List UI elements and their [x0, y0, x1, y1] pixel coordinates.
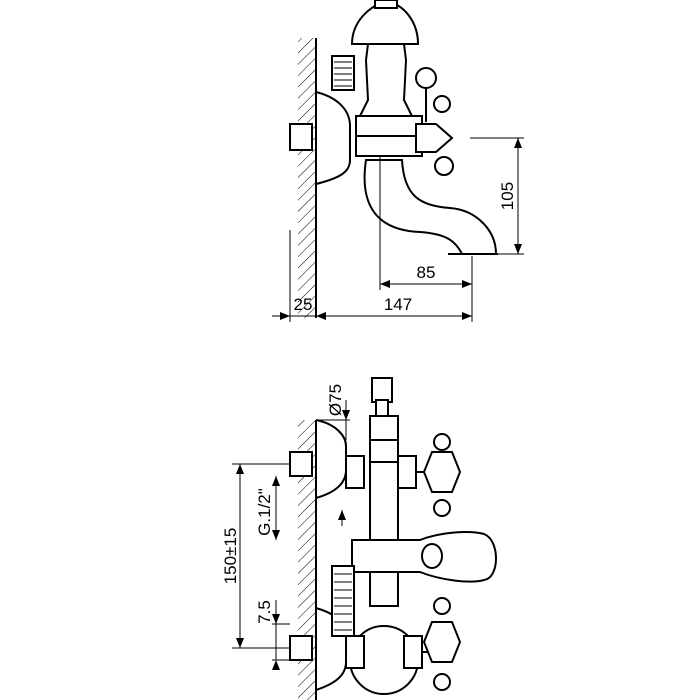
handle-upper-knob-top	[433, 433, 451, 451]
dome-knob	[374, 0, 398, 9]
dim-thread-marker-arrow	[338, 510, 346, 520]
handle-lower-knob-bottom	[433, 673, 451, 691]
nut-lower	[345, 635, 365, 669]
vertical-column	[369, 415, 399, 607]
wall-hatch-bottom	[298, 420, 316, 700]
handle-knob-top	[415, 67, 437, 89]
dome-cap	[350, 3, 420, 45]
wall-connector-upper	[289, 451, 313, 477]
hose-holder	[331, 565, 355, 637]
nut-lower-right	[403, 635, 423, 669]
handle-lower-hub	[422, 621, 462, 663]
handle-upper-knob-bottom	[433, 499, 451, 517]
dim-85-arrows	[380, 280, 472, 288]
column	[358, 43, 414, 117]
spout-ring	[421, 543, 443, 569]
nut-upper-right	[397, 455, 417, 489]
dim-offset-label: 7.5	[255, 600, 274, 624]
dim-bottom-arrows	[280, 312, 472, 320]
spout	[363, 159, 498, 255]
hose-thread	[334, 573, 352, 631]
diverter-knob	[371, 377, 393, 403]
handle-upper-hub	[422, 451, 462, 493]
wall-connector-lower	[289, 635, 313, 661]
flange-upper	[315, 419, 347, 499]
wall-connector-top	[289, 123, 313, 151]
handle-knob-bottom	[434, 156, 454, 176]
holder-thread	[334, 61, 352, 87]
handle-lower-knob-top	[433, 597, 451, 615]
dim-25-label: 25	[294, 295, 313, 314]
wall-hatch-top	[298, 38, 316, 318]
front-view: Ø75 G.1/2" 150±15 7.5	[221, 377, 497, 700]
dim-diam-arrow	[342, 410, 350, 420]
nut-upper	[345, 455, 365, 489]
dim-147-label: 147	[384, 295, 412, 314]
dim-centers-label: 150±15	[221, 528, 240, 585]
dim-thread-label: G.1/2"	[255, 488, 274, 536]
cross-handle-side	[415, 123, 454, 153]
dim-diameter-label: Ø75	[326, 384, 345, 416]
shower-holder	[331, 55, 355, 91]
wall-flange	[315, 91, 351, 185]
diverter-stem	[375, 399, 389, 417]
handle-knob-small	[433, 95, 451, 113]
top-view: 105 85 25 147	[272, 0, 524, 322]
dim-85-label: 85	[417, 263, 436, 282]
dim-105-label: 105	[498, 182, 517, 210]
